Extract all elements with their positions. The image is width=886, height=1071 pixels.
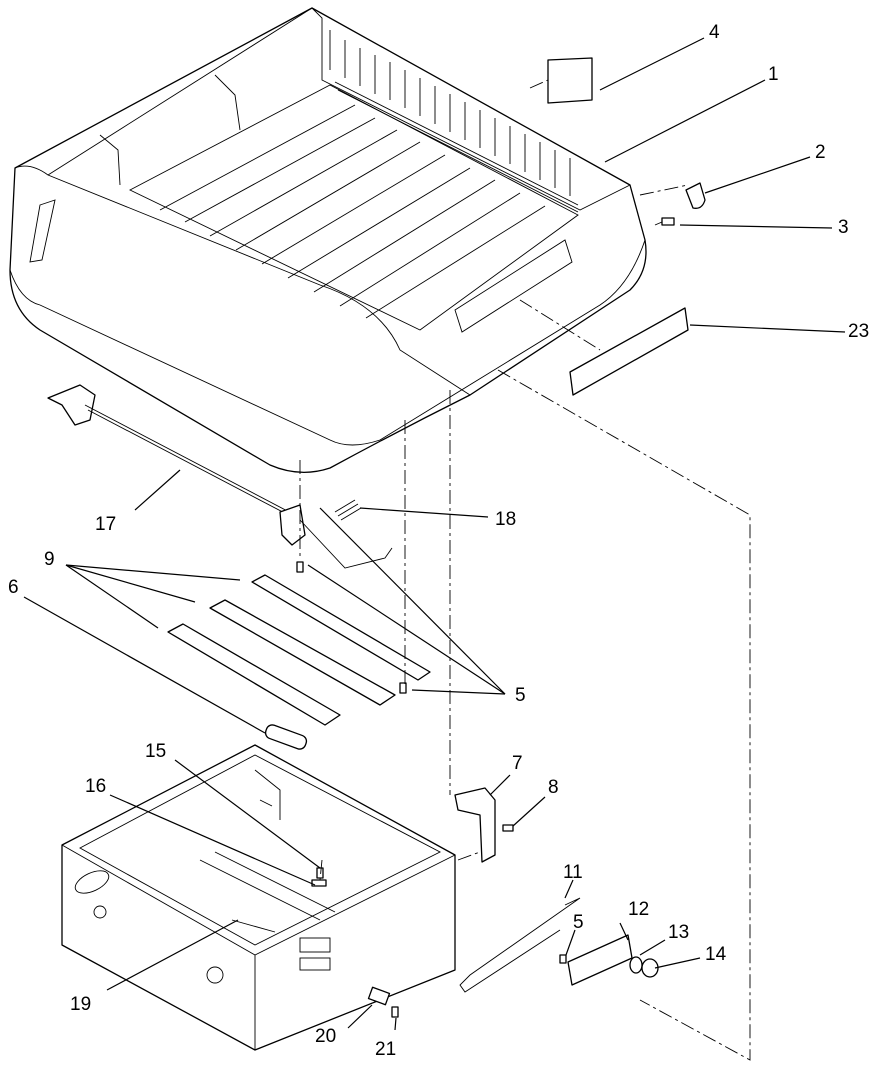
bushing-20	[367, 986, 391, 1006]
callout-15: 15	[145, 741, 166, 762]
angle-rails-9	[167, 574, 431, 726]
callout-11: 11	[563, 862, 583, 883]
pivot-tube-6	[264, 724, 308, 750]
screw-8	[502, 824, 514, 832]
hopper-bin	[9, 7, 647, 473]
callout-5-upper: 5	[515, 685, 526, 706]
callout-20: 20	[315, 1026, 336, 1047]
callout-labels: 4 1 2 3 23 17 18 9 6 5 15 7 16 8 11 12 5…	[8, 22, 869, 1060]
callout-8: 8	[548, 777, 559, 798]
callout-12: 12	[628, 899, 649, 920]
callout-21: 21	[375, 1039, 396, 1060]
callout-14: 14	[705, 944, 727, 965]
callout-19: 19	[70, 994, 91, 1015]
callout-23: 23	[848, 321, 869, 342]
callout-7: 7	[512, 753, 523, 774]
hinge-7	[454, 787, 496, 863]
callout-13: 13	[668, 922, 689, 943]
latch-rod-17	[47, 384, 299, 521]
screw-3	[654, 217, 675, 226]
spring-bracket-18	[279, 499, 393, 569]
callout-2: 2	[815, 142, 826, 163]
plate-12	[567, 934, 633, 986]
callout-9: 9	[44, 549, 55, 570]
screws-5	[296, 561, 567, 964]
callout-1: 1	[768, 64, 779, 85]
pin-19	[231, 919, 276, 933]
frame-base	[61, 744, 456, 1051]
washer-13	[629, 956, 643, 974]
callout-5-lower: 5	[573, 912, 584, 933]
callout-3: 3	[838, 217, 849, 238]
screw-21	[391, 1006, 399, 1018]
callout-18: 18	[495, 509, 516, 530]
decal-4	[547, 57, 593, 104]
assembly-lines	[299, 79, 751, 1061]
callout-16: 16	[85, 776, 106, 797]
knob-2	[685, 182, 706, 209]
decal-23	[569, 307, 689, 396]
knob-14	[641, 958, 659, 978]
rod-11	[459, 897, 581, 993]
callout-4: 4	[709, 22, 720, 43]
callout-6: 6	[8, 577, 19, 598]
callout-17: 17	[95, 514, 116, 535]
leader-lines	[23, 37, 846, 1031]
